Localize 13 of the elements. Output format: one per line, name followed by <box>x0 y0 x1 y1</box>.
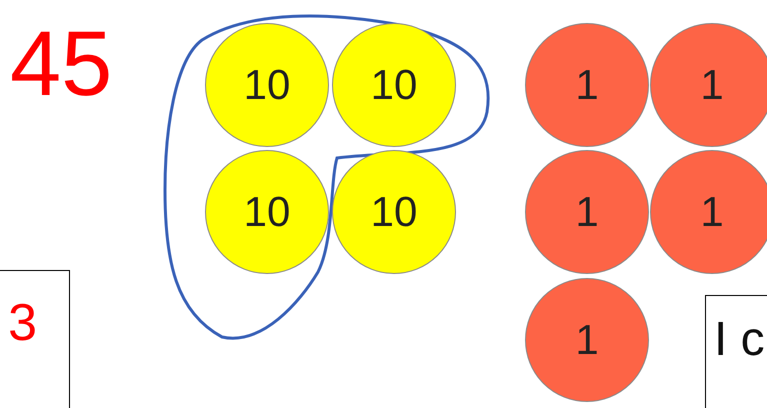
counter-value: 1 <box>700 61 724 109</box>
counter-value: 1 <box>575 316 599 364</box>
counter-value: 1 <box>575 61 599 109</box>
counter-value: 10 <box>370 188 418 236</box>
counter-value: I c <box>714 312 765 367</box>
counter-value: 10 <box>244 188 290 236</box>
number-box <box>0 270 70 408</box>
counter-value: 1 <box>700 188 724 236</box>
counter-value: 10 <box>370 61 418 109</box>
counter-value: 3 <box>8 293 37 353</box>
counter-value: 10 <box>244 61 290 109</box>
number-label: 45 <box>10 18 112 110</box>
counter-value: 1 <box>575 188 599 236</box>
